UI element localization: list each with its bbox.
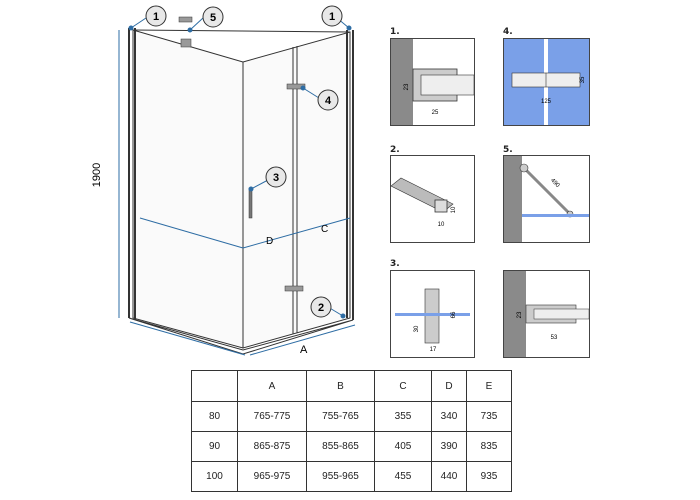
table-header-cell: A	[237, 370, 307, 402]
callout-1-left: 1	[145, 5, 167, 27]
detail-4-height-dim: 35	[580, 76, 586, 83]
table-cell: 405	[374, 431, 432, 462]
table-row: 80 765-775 755-765 355 340 735	[191, 401, 512, 432]
width-dimension-c: C	[321, 224, 328, 235]
svg-text:1: 1	[329, 11, 335, 23]
detail-3-width-dim: 17	[430, 347, 437, 353]
table-cell: 455	[374, 461, 432, 492]
detail-2-label: 2.	[390, 145, 400, 155]
detail-2-width-dim: 10	[438, 222, 445, 228]
table-header-cell: E	[466, 370, 512, 402]
detail-1-label: 1.	[390, 27, 400, 37]
table-cell: 80	[191, 401, 238, 432]
detail-1-box: 23 25	[390, 38, 475, 126]
table-cell: 765-775	[237, 401, 307, 432]
right-folding-door	[242, 30, 354, 349]
detail-6-width-dim: 53	[551, 335, 558, 341]
bracket-part	[178, 16, 193, 23]
svg-text:2: 2	[318, 302, 324, 314]
dimensions-table: A B C D E 80 765-775 755-765 355 340 735…	[191, 370, 512, 492]
width-dimension-d: D	[266, 236, 273, 247]
height-dimension-label: 1900	[91, 163, 103, 187]
svg-text:5: 5	[210, 12, 216, 24]
detail-6-box: 23 53	[503, 270, 590, 358]
table-cell: 865-875	[237, 431, 307, 462]
shower-enclosure-drawing: 1900 A D C 1 5 1 4 3 2	[91, 5, 356, 356]
table-header-cell	[191, 370, 238, 402]
table-cell: 835	[466, 431, 512, 462]
table-row: 90 865-875 855-865 405 390 835	[191, 431, 512, 462]
detail-4-label: 4.	[503, 27, 513, 37]
detail-5-box: 490	[503, 155, 590, 243]
table-cell: 355	[374, 401, 432, 432]
callout-5: 5	[202, 6, 224, 28]
callout-4: 4	[317, 89, 339, 111]
detail-4-box: 35 125	[503, 38, 590, 126]
table-header-cell: B	[306, 370, 375, 402]
table-cell: 935	[466, 461, 512, 492]
width-dimension-a: A	[300, 344, 308, 356]
base-profile	[128, 317, 354, 355]
callout-1-right: 1	[321, 5, 343, 27]
callout-3: 3	[265, 166, 287, 188]
detail-5-label: 5.	[503, 145, 513, 155]
left-glass-panel	[128, 28, 244, 349]
svg-text:3: 3	[273, 172, 279, 184]
top-bracket	[180, 38, 192, 48]
detail-4-width-dim: 125	[541, 99, 552, 105]
table-cell: 390	[431, 431, 467, 462]
detail-2-box: 10 10	[390, 155, 475, 243]
detail-3-label: 3.	[390, 259, 400, 269]
svg-text:4: 4	[325, 95, 332, 107]
lower-hinge	[284, 285, 304, 292]
table-header-cell: D	[431, 370, 467, 402]
detail-5-length-dim: 490	[549, 178, 561, 190]
callout-2: 2	[310, 296, 332, 318]
table-cell: 965-975	[237, 461, 307, 492]
table-cell: 735	[466, 401, 512, 432]
detail-3-box: 66 30 17	[390, 270, 475, 358]
detail-1-height-dim: 23	[404, 83, 410, 90]
door-handle	[248, 187, 253, 219]
table-cell: 440	[431, 461, 467, 492]
table-header-row: A B C D E	[191, 370, 512, 402]
svg-text:1: 1	[153, 11, 159, 23]
callout-leaders	[128, 17, 352, 319]
detail-3-offset-dim: 30	[414, 325, 420, 332]
table-cell: 855-865	[306, 431, 375, 462]
dimension-lines	[118, 30, 356, 356]
table-cell: 90	[191, 431, 238, 462]
table-cell: 100	[191, 461, 238, 492]
detail-1-width-dim: 25	[432, 110, 439, 116]
detail-2-height-dim: 10	[451, 206, 457, 213]
table-row: 100 965-975 955-965 455 440 935	[191, 461, 512, 492]
table-cell: 955-965	[306, 461, 375, 492]
table-cell: 340	[431, 401, 467, 432]
detail-3-height-dim: 66	[451, 311, 457, 318]
table-cell: 755-765	[306, 401, 375, 432]
table-header-cell: C	[374, 370, 432, 402]
top-profile	[132, 29, 351, 33]
detail-6-height-dim: 23	[517, 311, 523, 318]
